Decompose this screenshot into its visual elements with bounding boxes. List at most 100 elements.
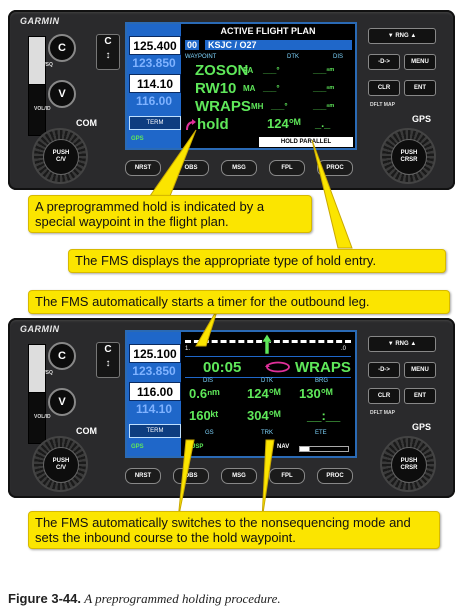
flight-plan-row[interactable]: WRAPS MH ___° ___ⁿᵐ bbox=[195, 98, 353, 116]
nav-active-frequency: 116.00 bbox=[129, 382, 181, 401]
enter-button[interactable]: ENT bbox=[404, 388, 436, 404]
range-button[interactable]: ▼ RNG ▲ bbox=[368, 28, 436, 44]
value-dtk: 124°ᴹ bbox=[247, 386, 281, 401]
screen-default-nav: 125.100 123.850 116.00 114.10 TERM GPS 1… bbox=[125, 330, 357, 458]
leg-dis: ___ⁿᵐ bbox=[313, 102, 335, 111]
message-button[interactable]: MSG bbox=[221, 160, 257, 176]
value-trk: 304°ᴹ bbox=[247, 408, 281, 423]
nav-volume-knob[interactable]: V bbox=[48, 80, 76, 108]
nav-volume-slot bbox=[28, 392, 46, 444]
flight-plan-route: KSJC / O27 bbox=[205, 40, 352, 50]
nav-standby-frequency: 116.00 bbox=[135, 94, 173, 108]
plan-number: 00 bbox=[185, 40, 200, 50]
nearest-button[interactable]: NRST bbox=[125, 468, 161, 484]
nearest-button[interactable]: NRST bbox=[125, 160, 161, 176]
range-label: RNG bbox=[395, 341, 409, 347]
pointer-timer bbox=[195, 307, 219, 347]
default-map-label: DFLT MAP bbox=[370, 102, 395, 108]
flight-plan-button[interactable]: FPL bbox=[269, 468, 305, 484]
active-waypoint: WRAPS bbox=[295, 359, 351, 376]
nav-volume-slot bbox=[28, 84, 46, 136]
flight-plan-row[interactable]: RW10 MA ___° ___ⁿᵐ bbox=[195, 80, 353, 98]
timer-waypoint-bar: 00:05 WRAPS bbox=[185, 356, 351, 378]
callout-timer: The FMS automatically starts a timer for… bbox=[28, 290, 450, 314]
leg-dtk: ___° bbox=[263, 84, 280, 93]
pointer-hold-entry bbox=[311, 139, 353, 249]
com-standby-frequency: 123.850 bbox=[132, 364, 176, 378]
bottom-button-row: NRST OBS MSG FPL PROC bbox=[125, 468, 353, 484]
term-annunciator: TERM bbox=[129, 424, 181, 438]
nav-data-grid: DIS DTK BRG 0.6ⁿᵐ 124°ᴹ 130°ᴹ 160ᵏᵗ 304°… bbox=[185, 378, 351, 440]
nav-volume-knob[interactable]: V bbox=[48, 388, 76, 416]
leg-dtk: ___° bbox=[271, 102, 288, 111]
flight-plan-button[interactable]: FPL bbox=[269, 160, 305, 176]
direct-to-button[interactable]: -D-> bbox=[368, 54, 400, 70]
clear-button[interactable]: CLR bbox=[368, 388, 400, 404]
leg-dis: ___ⁿᵐ bbox=[313, 66, 335, 75]
pointer-course bbox=[261, 439, 275, 521]
clear-button[interactable]: CLR bbox=[368, 80, 400, 96]
callout-hold-waypoint: A preprogrammed hold is indicated by a s… bbox=[28, 195, 312, 233]
garmin-logo: GARMIN bbox=[20, 16, 60, 26]
label-brg: BRG bbox=[315, 378, 329, 384]
value-gs: 160ᵏᵗ bbox=[189, 408, 219, 423]
menu-button[interactable]: MENU bbox=[404, 54, 436, 70]
gps-label: GPS bbox=[412, 114, 432, 124]
range-button[interactable]: ▼ RNG ▲ bbox=[368, 336, 436, 352]
hold-oval-icon bbox=[265, 361, 290, 373]
label-dtk: DTK bbox=[261, 378, 273, 384]
nav-page-indicator: NAV bbox=[277, 443, 351, 453]
enter-button[interactable]: ENT bbox=[404, 80, 436, 96]
cdi-scale: 1. .0 bbox=[185, 334, 351, 354]
flight-plan-row[interactable]: ZOSON FA ___° ___ⁿᵐ bbox=[195, 62, 353, 80]
figure-caption: Figure 3-44. A preprogrammed holding pro… bbox=[8, 591, 281, 607]
menu-button[interactable]: MENU bbox=[404, 362, 436, 378]
leg-dis: ___ⁿᵐ bbox=[313, 84, 335, 93]
com-flip-button[interactable]: C↕ bbox=[96, 34, 120, 70]
message-button[interactable]: MSG bbox=[221, 468, 257, 484]
gps-label: GPS bbox=[412, 422, 432, 432]
waypoint-name: ZOSON bbox=[195, 62, 249, 79]
value-dis: 0.6ⁿᵐ bbox=[189, 386, 220, 401]
com-active-frequency: 125.100 bbox=[129, 344, 181, 363]
leg-type: MH bbox=[251, 102, 264, 111]
procedure-button[interactable]: PROC bbox=[317, 160, 353, 176]
term-annunciator: TERM bbox=[129, 116, 181, 130]
cdi-right-scale: .0 bbox=[341, 346, 347, 352]
pointer-hold-waypoint bbox=[149, 129, 197, 197]
callout-hold-entry: The FMS displays the appropriate type of… bbox=[68, 249, 446, 273]
frequency-pane: 125.100 123.850 116.00 114.10 TERM GPS bbox=[127, 332, 181, 456]
leg-type: FA bbox=[243, 66, 254, 75]
label-ete: ETE bbox=[315, 430, 327, 436]
suspend-annunciator: SUSP bbox=[187, 444, 204, 450]
com-volume-knob[interactable]: C bbox=[48, 34, 76, 62]
default-map-label: DFLT MAP bbox=[370, 410, 395, 416]
com-volume-knob[interactable]: C bbox=[48, 342, 76, 370]
value-ete: __:__ bbox=[307, 408, 341, 423]
waypoint-name: hold bbox=[197, 116, 229, 133]
com-standby-frequency: 123.850 bbox=[132, 56, 176, 70]
vol-id-label: VOL/ID bbox=[34, 414, 51, 420]
gps-annunciator: GPS bbox=[131, 136, 144, 142]
flight-plan-row-hold[interactable]: hold 124°ᴹ _._ bbox=[185, 116, 353, 134]
figure-title: A preprogrammed holding procedure. bbox=[84, 591, 281, 606]
procedure-button[interactable]: PROC bbox=[317, 468, 353, 484]
outbound-timer: 00:05 bbox=[203, 359, 242, 376]
hold-entry-annunciation: HOLD PARALLEL bbox=[259, 137, 353, 147]
frequency-pane: 125.400 123.850 114.10 116.00 TERM GPS bbox=[127, 24, 181, 148]
direct-to-button[interactable]: -D-> bbox=[368, 362, 400, 378]
com-flip-button[interactable]: C↕ bbox=[96, 342, 120, 378]
nav-standby-frequency: 114.10 bbox=[135, 402, 173, 416]
com-label: COM bbox=[76, 426, 97, 436]
column-dis: DIS bbox=[333, 54, 344, 60]
callout-nonsequencing: The FMS automatically switches to the no… bbox=[28, 511, 440, 549]
